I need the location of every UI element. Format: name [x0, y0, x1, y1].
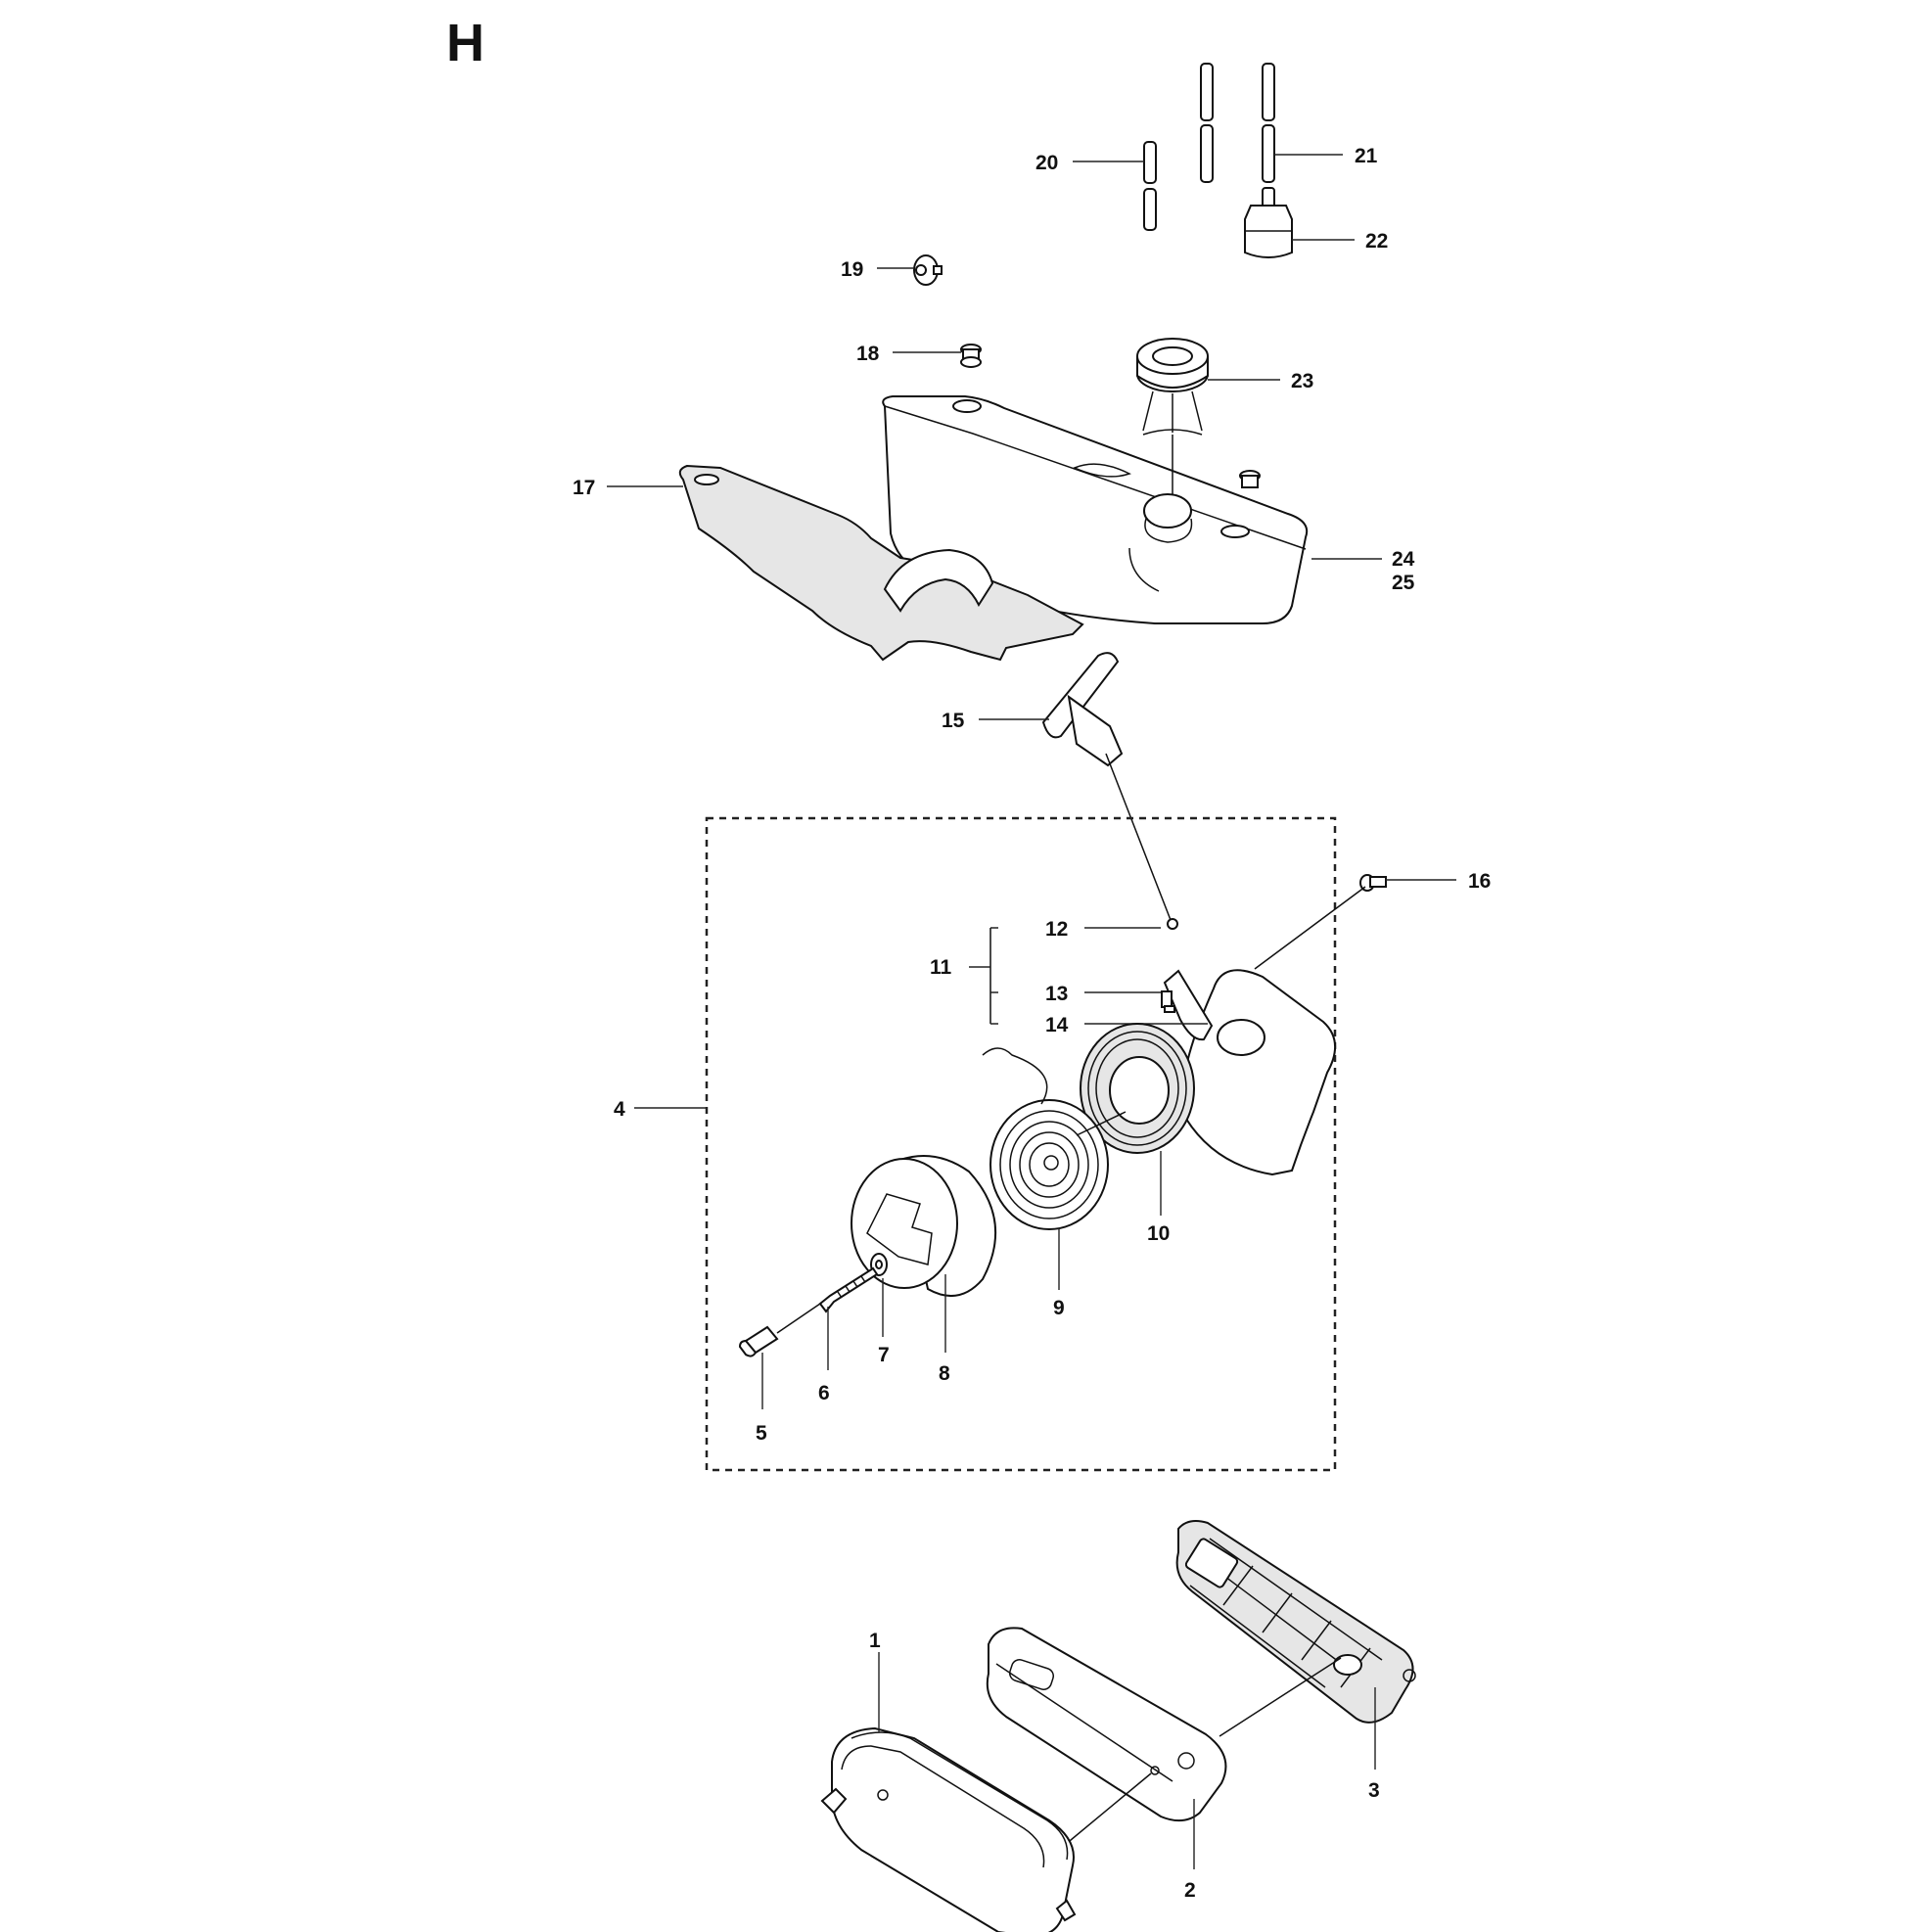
pin-set-21	[1262, 63, 1275, 183]
pulley-8	[851, 1155, 997, 1297]
pawl-13	[1161, 990, 1175, 1013]
pin-set-20	[1143, 141, 1157, 231]
label-19: 19	[841, 258, 863, 281]
section-letter: H	[446, 14, 484, 72]
sleeve-5	[738, 1325, 779, 1357]
fuel-filter-22	[1244, 187, 1293, 258]
label-24: 24	[1392, 548, 1415, 571]
label-9: 9	[1053, 1297, 1065, 1319]
label-15: 15	[942, 710, 965, 732]
center-screw-6	[818, 1266, 879, 1313]
starter-assembly-box	[705, 816, 1337, 1472]
label-18: 18	[856, 343, 880, 365]
filter-cover-3	[1175, 1520, 1416, 1724]
label-16: 16	[1468, 870, 1491, 893]
label-3: 3	[1368, 1779, 1380, 1802]
label-4: 4	[614, 1098, 625, 1121]
label-14: 14	[1045, 1014, 1069, 1036]
pin-set-middle	[1200, 63, 1214, 183]
fuel-cap-23	[1136, 338, 1209, 436]
label-22: 22	[1365, 230, 1388, 253]
spring-coil-9	[989, 1099, 1109, 1230]
starter-housing-11	[1161, 918, 1336, 1176]
label-6: 6	[818, 1382, 830, 1404]
tank-plug	[1239, 470, 1261, 488]
label-10: 10	[1147, 1222, 1170, 1245]
screw-16	[1359, 874, 1387, 892]
starter-handle-15	[1041, 652, 1172, 921]
filter-housing-1	[820, 1726, 1077, 1932]
label-7: 7	[878, 1344, 890, 1366]
label-23: 23	[1291, 370, 1313, 392]
label-25: 25	[1392, 572, 1415, 594]
air-filter-2	[986, 1627, 1227, 1822]
label-2: 2	[1184, 1879, 1196, 1902]
label-13: 13	[1045, 983, 1068, 1005]
label-12: 12	[1045, 918, 1068, 941]
tank-bracket-17	[678, 464, 1084, 662]
label-1: 1	[869, 1630, 881, 1652]
label-20: 20	[1035, 152, 1058, 174]
fuel-tank-24-25	[882, 395, 1309, 624]
label-17: 17	[573, 477, 595, 499]
label-5: 5	[756, 1422, 767, 1445]
label-21: 21	[1355, 145, 1378, 167]
recoil-spring-10	[1080, 1023, 1195, 1154]
label-8: 8	[939, 1362, 950, 1385]
plug-18	[960, 344, 982, 368]
grommet-19	[913, 254, 943, 286]
label-11: 11	[930, 956, 952, 979]
